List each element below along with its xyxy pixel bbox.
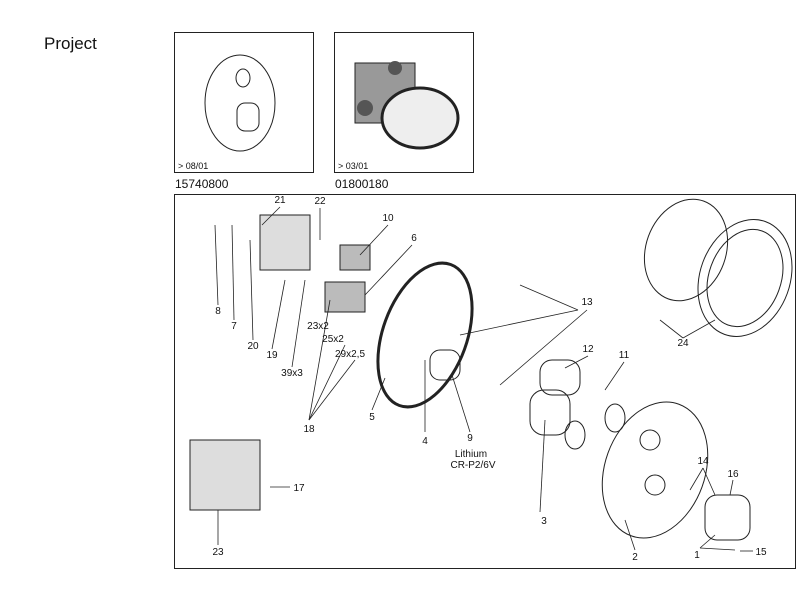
callout-label: 18 [303,424,315,435]
callout-label: 11 [618,350,630,361]
exploded-view-diagram [174,194,796,569]
battery-spec: CR-P2/6V [450,460,496,471]
callout-label: 20 [247,341,259,352]
callout-label: 3 [541,516,547,527]
callout-label: 23 [212,547,224,558]
battery-label: Lithium [454,449,488,460]
product-thumbnail-body[interactable]: > 03/01 [334,32,474,173]
rough-in-body-illustration [354,61,460,150]
callout-label: 5 [369,412,375,423]
callout-label: 23x2 [307,321,329,332]
callout-label: 12 [582,344,594,355]
callout-label: 7 [231,321,237,332]
callout-label: 16 [727,469,739,480]
version-label: > 08/01 [178,161,209,171]
callout-label: 10 [382,213,394,224]
callout-label: 17 [293,483,305,494]
page-title: Project [44,34,97,53]
trim-illustration [204,54,276,152]
product-thumbnail-trim[interactable]: > 08/01 [174,32,314,173]
callout-label: 15 [755,547,767,558]
callout-label: 13 [581,297,593,308]
callout-label: 22 [314,196,326,207]
callout-label: 9 [467,433,473,444]
callout-label: 29x2,5 [334,349,366,360]
callout-label: 1 [694,550,700,561]
callout-label: 24 [677,338,689,349]
callout-label: 39x3 [281,368,303,379]
callout-label: 8 [215,306,221,317]
callout-label: 25x2 [322,334,344,345]
callout-label: 14 [697,456,709,467]
version-label: > 03/01 [338,161,369,171]
product-code[interactable]: 01800180 [335,177,389,191]
callout-label: 19 [266,350,278,361]
callout-label: 4 [422,436,428,447]
callout-label: 21 [274,195,286,206]
product-code[interactable]: 15740800 [175,177,229,191]
callout-label: 2 [632,552,638,563]
callout-label: 6 [411,233,417,244]
